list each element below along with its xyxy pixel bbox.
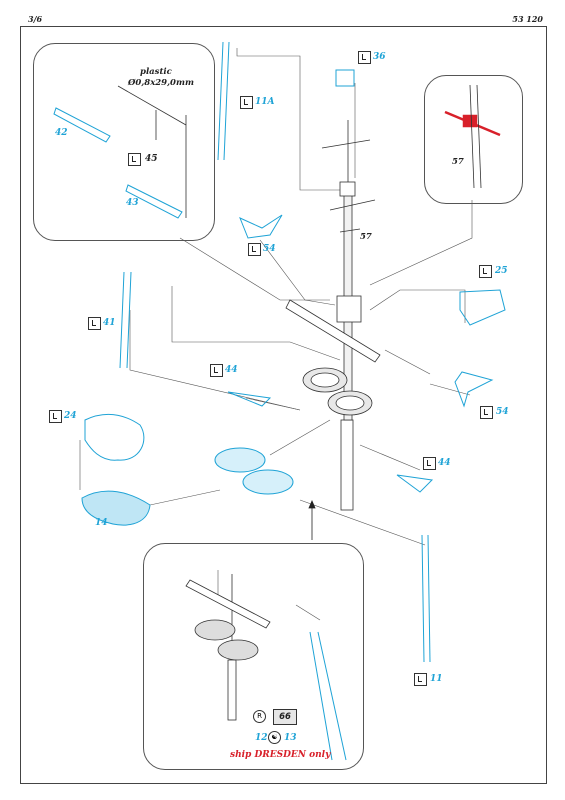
part-41-label: 41 — [103, 318, 116, 328]
part-25-label: 25 — [495, 266, 508, 276]
part-11-label: 11 — [430, 674, 443, 684]
inset-mast — [185, 574, 271, 721]
yin-yang-icon: ☯ — [268, 731, 281, 744]
rod-dimensions: Ø0,8x29,0mm — [128, 78, 194, 88]
part-44a-label: 44 — [225, 365, 238, 375]
fold-icon — [248, 243, 261, 256]
fold-icon — [414, 673, 427, 686]
leader-lines — [79, 48, 473, 621]
part-13-label: 13 — [284, 733, 297, 743]
part-57-label: 57 — [360, 232, 372, 242]
kit-code: 53 120 — [512, 14, 543, 24]
material-label: plastic — [140, 67, 172, 77]
part-45-label: 45 — [145, 154, 158, 164]
fold-icon — [480, 406, 493, 419]
part-36-label: 36 — [373, 52, 386, 62]
part-66-badge: 66 — [273, 709, 297, 725]
fold-icon — [479, 265, 492, 278]
part-57-inset-label: 57 — [452, 157, 464, 167]
inset-top-right — [424, 75, 523, 204]
plastic-rod — [117, 85, 187, 218]
part-42-label: 42 — [55, 128, 68, 138]
part-11A-label: 11A — [255, 97, 275, 107]
part-54b-label: 54 — [496, 407, 509, 417]
part-54a-label: 54 — [263, 244, 276, 254]
etched-parts — [53, 41, 506, 761]
fold-icon — [423, 457, 436, 470]
fold-icon — [210, 364, 223, 377]
inset-top-left — [33, 43, 215, 241]
fold-icon — [240, 96, 253, 109]
part-12-label: 12 — [255, 733, 268, 743]
mast-platforms — [285, 295, 381, 416]
inset-bottom — [143, 543, 364, 770]
page-number: 3/6 — [28, 14, 43, 24]
page-frame — [20, 26, 547, 784]
fold-icon — [128, 153, 141, 166]
plastic-crosstree — [444, 110, 501, 137]
part-43-label: 43 — [126, 198, 139, 208]
dresden-note: ship DRESDEN only — [230, 750, 331, 760]
fold-icon — [88, 317, 101, 330]
part-44b-label: 44 — [438, 458, 451, 468]
remove-part-icon: R — [253, 710, 266, 723]
part-14-label: 14 — [95, 518, 108, 528]
part-24-label: 24 — [64, 411, 77, 421]
fold-icon — [49, 410, 62, 423]
fold-icon — [358, 51, 371, 64]
